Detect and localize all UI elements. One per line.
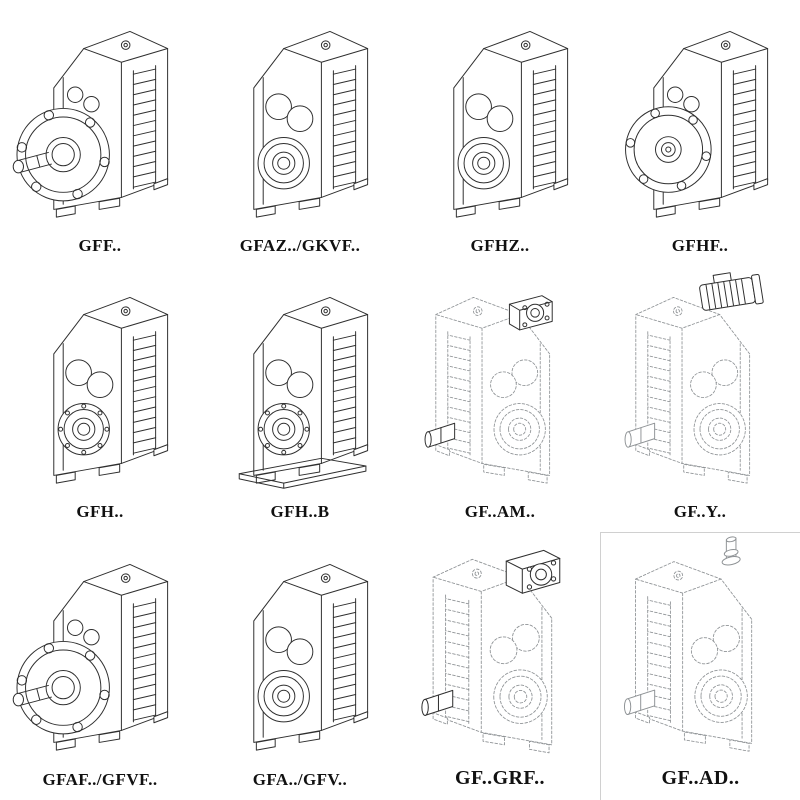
diagram-gf-y bbox=[600, 266, 800, 500]
product-cell-gfh-b: GFH..B bbox=[200, 266, 400, 532]
product-label: GFH.. bbox=[76, 502, 124, 521]
diagram-gfaf-gfvf bbox=[0, 532, 200, 768]
product-label: GFHF.. bbox=[671, 236, 729, 255]
product-label: GF..GRF.. bbox=[455, 767, 545, 789]
product-label: GF..AD.. bbox=[661, 767, 740, 789]
diagram-gf-am bbox=[400, 266, 600, 500]
product-cell-gf-y: GF..Y.. bbox=[600, 266, 800, 532]
product-cell-gf-ad: GF..AD.. bbox=[600, 532, 800, 800]
product-cell-gff: GFF.. bbox=[0, 0, 200, 266]
diagram-gff bbox=[0, 0, 200, 234]
product-label: GFAF../GFVF.. bbox=[42, 770, 158, 789]
product-cell-gfhf: GFHF.. bbox=[600, 0, 800, 266]
product-cell-gfaz-gkvf: GFAZ../GKVF.. bbox=[200, 0, 400, 266]
product-cell-gfh: GFH.. bbox=[0, 266, 200, 532]
product-label: GFHZ.. bbox=[470, 236, 530, 255]
product-label: GFH..B bbox=[270, 502, 330, 521]
product-cell-gf-am: GF..AM.. bbox=[400, 266, 600, 532]
product-cell-gfhz: GFHZ.. bbox=[400, 0, 600, 266]
product-label: GF..Y.. bbox=[673, 502, 727, 521]
product-label: GFAZ../GKVF.. bbox=[239, 236, 361, 255]
diagram-gfh-b bbox=[200, 266, 400, 500]
diagram-gfa-gfv bbox=[200, 532, 400, 768]
diagram-gf-grf bbox=[400, 532, 600, 765]
diagram-gfhz bbox=[400, 0, 600, 234]
product-cell-gf-grf: GF..GRF.. bbox=[400, 532, 600, 800]
diagram-gfaz-gkvf bbox=[200, 0, 400, 234]
diagram-gfh bbox=[0, 266, 200, 500]
product-label: GF..AM.. bbox=[464, 502, 536, 521]
diagram-gfhf bbox=[600, 0, 800, 234]
diagram-gf-ad bbox=[601, 533, 800, 765]
product-label: GFA../GFV.. bbox=[252, 770, 348, 789]
product-cell-gfa-gfv: GFA../GFV.. bbox=[200, 532, 400, 800]
product-cell-gfaf-gfvf: GFAF../GFVF.. bbox=[0, 532, 200, 800]
product-label: GFF.. bbox=[78, 236, 122, 255]
